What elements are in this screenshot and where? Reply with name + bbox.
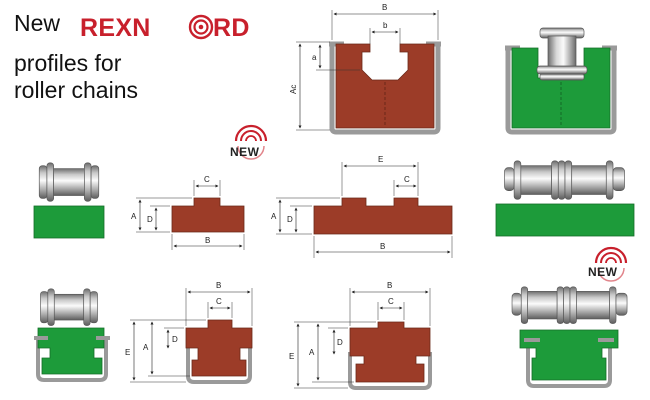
- label-a: a: [312, 53, 317, 62]
- profile-bottom-right-green: [511, 286, 628, 388]
- label-A: A: [131, 212, 137, 221]
- rexnord-logo: REXN RD: [80, 14, 250, 42]
- label-E: E: [289, 352, 294, 361]
- label-D: D: [147, 215, 153, 224]
- title-line-2: profiles for: [14, 50, 122, 76]
- label-B: B: [216, 281, 221, 290]
- label-B: B: [380, 242, 385, 251]
- label-B: B: [387, 281, 392, 290]
- profile-top-channel-green: [505, 27, 617, 135]
- brand-left: REXN: [80, 14, 151, 42]
- label-C: C: [404, 175, 410, 184]
- profile-top-channel-brown: [329, 41, 441, 135]
- new-badge-mid-text: NEW: [230, 145, 260, 159]
- label-E: E: [125, 348, 130, 357]
- label-Ac: Ac: [289, 85, 298, 94]
- profile-bottom-brown-wide: [348, 321, 432, 390]
- logo-o-emblem: [188, 14, 214, 40]
- dimensions-bottom-brown-small: B C E A D: [125, 281, 253, 383]
- label-A: A: [271, 212, 277, 221]
- dimensions-bottom-brown-wide: B C E A D: [289, 281, 431, 389]
- profile-mid-brown-small: [171, 197, 245, 233]
- label-A: A: [143, 343, 149, 352]
- profile-mid-brown-wide: [313, 197, 453, 235]
- brand-right: RD: [213, 14, 250, 42]
- dimensions-mid-brown-wide: E C B A D: [271, 155, 453, 258]
- dimensions-top-channel: B b Ac a: [289, 3, 439, 131]
- profile-mid-right-green: [495, 160, 635, 237]
- new-badge-right: NEW: [588, 246, 628, 283]
- label-C: C: [216, 297, 222, 306]
- title-line-3: roller chains: [14, 77, 138, 103]
- label-A: A: [309, 348, 315, 357]
- label-D: D: [337, 338, 343, 347]
- label-D: D: [172, 335, 178, 344]
- label-B: B: [205, 236, 210, 245]
- label-C: C: [388, 297, 394, 306]
- chain-top-view: [536, 27, 588, 81]
- title-word-new: New: [14, 10, 61, 36]
- label-E: E: [378, 155, 383, 164]
- title-line-1: New: [14, 12, 60, 35]
- label-b: b: [383, 21, 388, 30]
- profile-mid-left-green: [33, 162, 105, 239]
- label-B: B: [382, 3, 387, 12]
- profile-bottom-left-green: [34, 288, 110, 382]
- profile-bottom-brown-small: [185, 319, 253, 384]
- new-badge-right-text: NEW: [588, 265, 618, 279]
- new-badge-mid: NEW: [230, 124, 268, 161]
- label-D: D: [287, 215, 293, 224]
- dimensions-mid-brown-small: C B A D: [131, 175, 245, 250]
- label-C: C: [204, 175, 210, 184]
